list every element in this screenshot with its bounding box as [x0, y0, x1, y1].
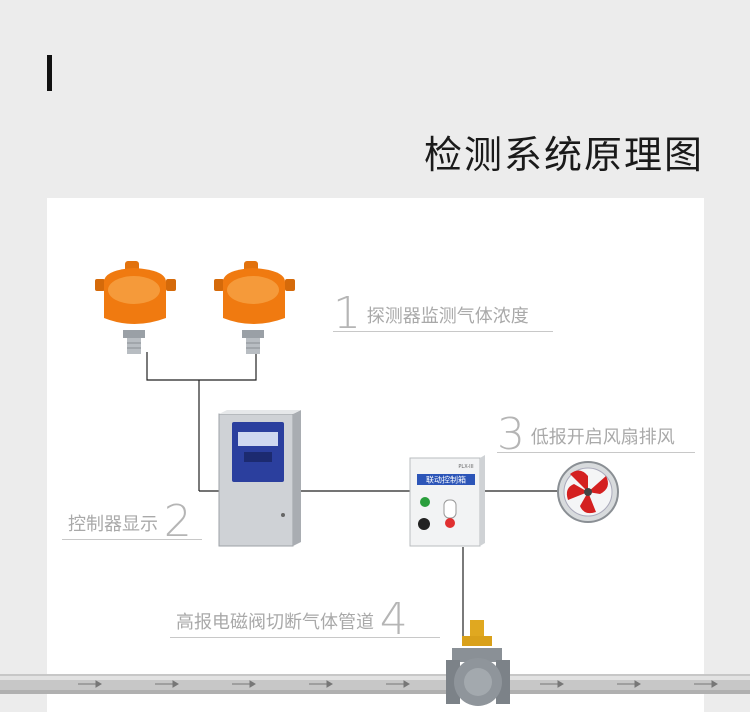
signal-wires	[146, 352, 560, 640]
step-2-text: 控制器显示	[68, 514, 158, 535]
exhaust-fan	[557, 461, 619, 523]
step-4-label: 高报电磁阀切断气体管道 4	[170, 598, 440, 642]
gas-controller	[218, 410, 301, 547]
step-2-label: 控制器显示 2	[62, 500, 202, 544]
page-title: 检测系统原理图	[423, 133, 704, 177]
step-3-number: 3	[497, 409, 525, 460]
step-4-text: 高报电磁阀切断气体管道	[176, 612, 374, 633]
step-3-text: 低报开启风扇排风	[530, 427, 675, 448]
step-3-label: 3 低报开启风扇排风	[497, 413, 695, 457]
linkage-box-label: 联动控制箱	[426, 475, 466, 485]
step-1-label: 1 探测器监测气体浓度	[333, 292, 553, 336]
step-1-text: 探测器监测气体浓度	[366, 306, 529, 327]
linkage-box-code: PLX-III	[458, 464, 473, 470]
step-2-number: 2	[163, 496, 192, 547]
linkage-control-box: 联动控制箱 PLX-III	[409, 455, 485, 547]
gas-pipe	[0, 674, 750, 694]
step-1-number: 1	[333, 288, 361, 339]
step-4-number: 4	[379, 594, 408, 645]
gas-detector-2	[214, 261, 295, 354]
title-accent-bar	[47, 55, 52, 91]
flow-arrows	[78, 680, 718, 688]
gas-detector-1	[95, 261, 176, 354]
solenoid-valve	[446, 620, 510, 706]
